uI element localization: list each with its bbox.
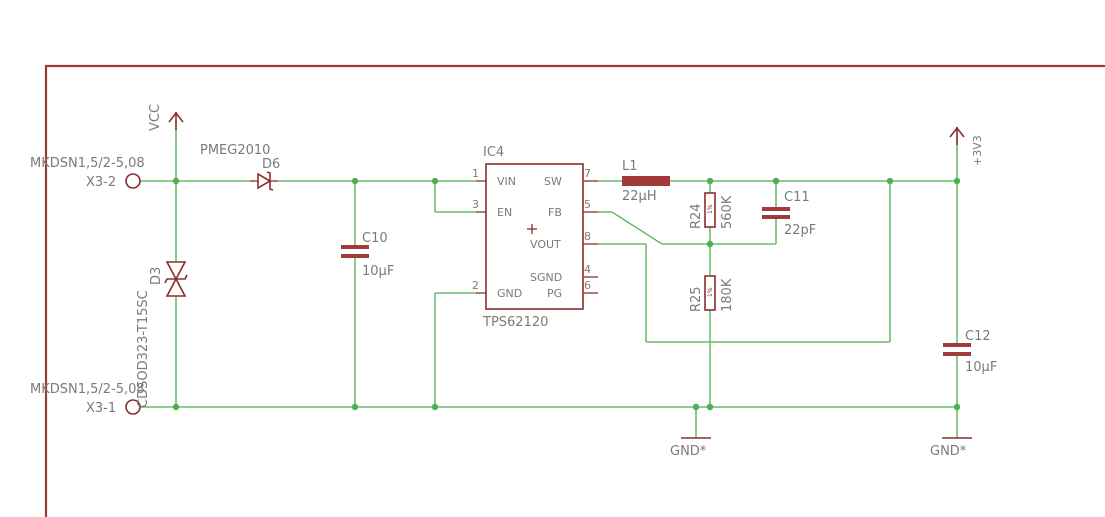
resistor-r25: 1% R25 180K <box>689 275 735 312</box>
v33-label: +3V3 <box>971 135 984 166</box>
c12-name: C12 <box>965 329 991 344</box>
pin-label: PG <box>547 287 562 300</box>
pin-label: VOUT <box>530 238 561 251</box>
gnd-right-label: GND* <box>930 444 967 459</box>
d6-name: D6 <box>262 157 280 172</box>
pin-number: 8 <box>584 230 591 243</box>
r24-value: 560K <box>720 195 735 229</box>
connector-part-label: MKDSN1,5/2-5,08 <box>30 382 145 397</box>
diode-d3: D3 CDSOD323-T15SC <box>136 261 188 408</box>
d6-value: PMEG2010 <box>200 143 270 158</box>
pin-number: 6 <box>584 279 591 292</box>
gnd-left-label: GND* <box>670 444 707 459</box>
connector-part-label: MKDSN1,5/2-5,08 <box>30 156 145 171</box>
r25-tolerance: 1% <box>707 287 714 297</box>
pin-number: 4 <box>584 263 591 276</box>
pin-label: FB <box>548 206 562 219</box>
d3-name: D3 <box>149 267 164 285</box>
pin-number: 1 <box>472 167 479 180</box>
c11-name: C11 <box>784 190 810 205</box>
l1-name: L1 <box>622 159 638 174</box>
gnd-left-icon: GND* <box>670 437 711 459</box>
pin-label: GND <box>497 287 522 300</box>
wires <box>140 120 958 438</box>
r24-tolerance: 1% <box>707 204 714 214</box>
c10-name: C10 <box>362 231 388 246</box>
diode-d6: PMEG2010 D6 <box>200 143 280 191</box>
r25-name: R25 <box>689 286 704 312</box>
pin-number: 3 <box>472 198 479 211</box>
capacitor-c11: C11 22pF <box>762 190 816 238</box>
ic4-value: TPS62120 <box>482 315 548 330</box>
v33-supply-icon: +3V3 <box>949 126 984 166</box>
pin-label: VIN <box>497 175 516 188</box>
connector-x3-1: MKDSN1,5/2-5,08 X3-1 <box>30 382 145 416</box>
c11-value: 22pF <box>784 223 816 238</box>
l1-value: 22µH <box>622 189 657 204</box>
resistor-r24: 1% R24 560K <box>689 192 735 229</box>
r25-value: 180K <box>720 278 735 312</box>
connector-name-label: X3-1 <box>86 401 116 416</box>
connector-x3-2: MKDSN1,5/2-5,08 X3-2 <box>30 156 145 190</box>
pin-label: SGND <box>530 271 562 284</box>
connector-name-label: X3-2 <box>86 175 116 190</box>
d3-value: CDSOD323-T15SC <box>136 290 151 408</box>
ic4-name: IC4 <box>483 145 504 160</box>
capacitor-c12: C12 10µF <box>943 329 997 375</box>
pin-number: 2 <box>472 279 479 292</box>
ic-tps62120: IC4 TPS62120 1 3 2 7 5 8 4 6 VIN EN GND … <box>472 145 598 330</box>
c12-value: 10µF <box>965 360 997 375</box>
sheet-frame <box>44 64 1105 517</box>
junctions <box>172 177 961 411</box>
capacitor-c10: C10 10µF <box>341 231 394 279</box>
c10-value: 10µF <box>362 264 394 279</box>
pin-label: SW <box>544 175 562 188</box>
vcc-label: VCC <box>148 104 163 131</box>
vcc-supply-icon: VCC <box>148 104 184 131</box>
pin-number: 7 <box>584 167 591 180</box>
r24-name: R24 <box>689 203 704 229</box>
pin-label: EN <box>497 206 512 219</box>
gnd-right-icon: GND* <box>930 437 972 459</box>
pin-number: 5 <box>584 198 591 211</box>
inductor-l1: L1 22µH <box>622 159 670 204</box>
